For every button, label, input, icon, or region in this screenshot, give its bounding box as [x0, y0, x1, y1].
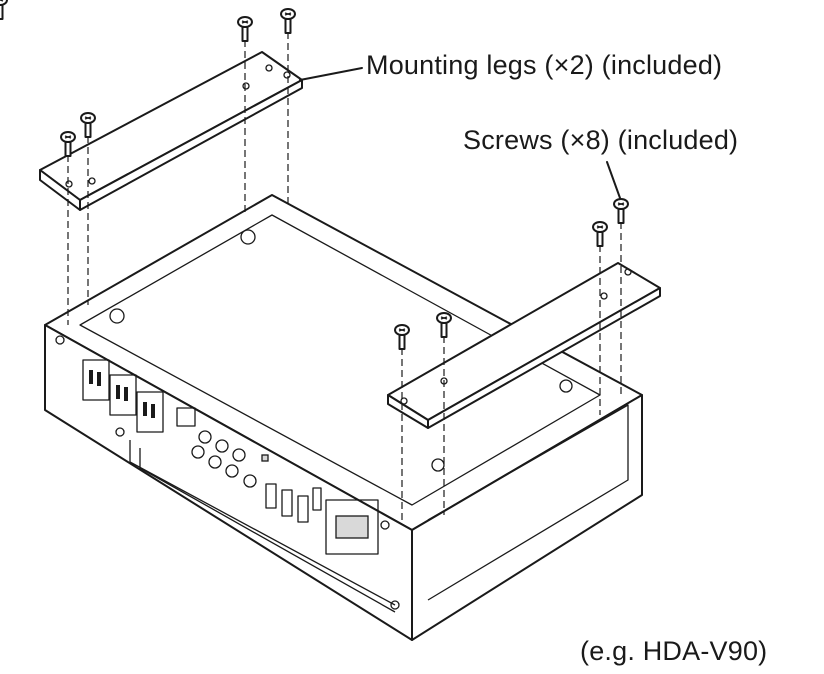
mounting-leg-icon: [39, 51, 303, 211]
screw-icon: [280, 8, 296, 34]
screw-icon: [592, 221, 608, 247]
screw-icon: [80, 112, 96, 138]
mounting-leg-icon: [387, 262, 661, 429]
screw-icon: [613, 198, 629, 224]
screw-icon: [0, 0, 8, 20]
leader-lines: [299, 67, 621, 199]
example-model-label: (e.g. HDA-V90): [580, 636, 768, 666]
mounting-legs-label: Mounting legs (×2) (included): [366, 50, 723, 80]
screws-label: Screws (×8) (included): [463, 125, 739, 155]
screw-icon: [237, 16, 253, 42]
alignment-guide-lines: [67, 32, 622, 525]
amplifier-unit-icon: [44, 194, 643, 641]
